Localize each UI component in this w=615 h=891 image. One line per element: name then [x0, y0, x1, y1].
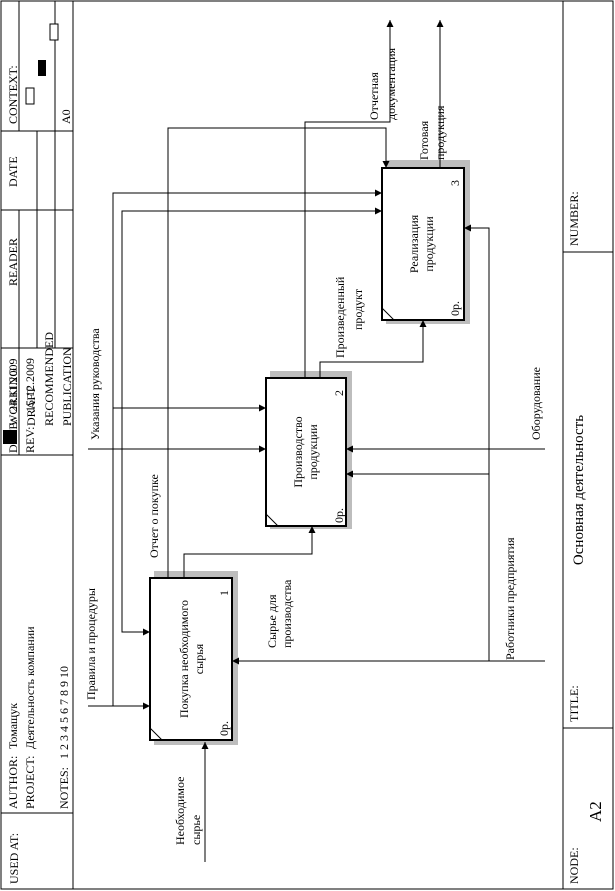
author-label: AUTHOR:	[6, 756, 20, 809]
arrow-management-to-box1[interactable]	[121, 449, 150, 636]
label-purchase-report: Отчет о покупке	[147, 474, 161, 558]
label-input-raw-2: сырье	[189, 815, 203, 845]
author-value: Томащук	[6, 703, 20, 749]
context-label: CONTEXT:	[6, 65, 20, 124]
context-box-left	[25, 87, 35, 105]
rev-value: 15.12.2009	[23, 358, 37, 412]
footer-block	[562, 1, 613, 889]
status-publication: PUBLICATION	[60, 347, 74, 426]
context-box-current	[38, 60, 46, 76]
project-value: Деятельность компании	[23, 626, 37, 749]
activity-1-name-line-2: сырья	[192, 643, 206, 674]
arrow-produced-product[interactable]	[319, 320, 427, 378]
notes-numbers: 1 2 3 4 5 6 7 8 9 10	[57, 666, 71, 759]
label-produced-product-2: продукт	[351, 288, 365, 330]
activity-3-name-line-1: Реализация	[407, 214, 421, 273]
date-value: 24.11.2009	[6, 358, 20, 412]
label-report-docs-2: документация	[384, 47, 398, 120]
reader-date-label: DATE	[6, 156, 20, 187]
label-management: Указания руководства	[88, 328, 102, 440]
status-draft: DRAFT	[24, 386, 38, 426]
label-report-docs-1: Отчетная	[367, 72, 381, 120]
activity-3-name-line-2: продукции	[422, 216, 436, 272]
used-at-label: USED AT:	[7, 833, 21, 884]
arrow-purchase-report[interactable]	[167, 127, 390, 578]
activity-2-name-line-2: продукции	[306, 424, 320, 480]
status-working: WORKING	[6, 368, 20, 426]
node-value: A2	[586, 801, 605, 822]
status-recommended: RECOMMENDED	[42, 332, 56, 426]
arrow-rules-to-box3[interactable]	[112, 189, 382, 408]
label-produced-product-1: Произведенный	[333, 276, 347, 358]
number-label: NUMBER:	[567, 191, 581, 246]
arrow-management-to-box3[interactable]	[121, 207, 382, 449]
activity-3-cost: 0р.	[448, 301, 462, 316]
activity-1-number: 1	[217, 590, 231, 596]
label-raw-for-production-2: производства	[280, 579, 294, 648]
activity-3-number: 3	[448, 180, 462, 186]
header-block	[1, 1, 74, 889]
activity-2-name-line-1: Производство	[291, 416, 305, 487]
notes-label: NOTES:	[57, 767, 71, 809]
label-finished-product-2: продукция	[433, 105, 447, 160]
label-rules: Правила и процедуры	[84, 588, 98, 700]
activity-1-cost: 0р.	[217, 721, 231, 736]
activity-box-2[interactable]: Производство продукции 2 0р.	[265, 371, 352, 529]
rev-label: REV:	[23, 427, 37, 453]
activity-1-name-line-1: Покупка необходимого	[177, 600, 191, 718]
context-box-right	[49, 23, 59, 41]
activity-box-1[interactable]: Покупка необходимого сырья 1 0р.	[149, 571, 238, 745]
project-label: PROJECT:	[23, 756, 37, 809]
reader-label: READER	[6, 238, 20, 286]
label-finished-product-1: Готовая	[417, 120, 431, 160]
node-label: NODE:	[567, 847, 581, 884]
activity-2-number: 2	[332, 390, 346, 396]
context-node: A0	[59, 109, 73, 124]
label-equipment: Оборудование	[529, 367, 543, 440]
arrow-raw-for-production[interactable]	[183, 526, 316, 578]
label-input-raw-1: Необходимое	[173, 777, 187, 845]
label-raw-for-production-1: Сырье для	[265, 594, 279, 648]
label-employees: Работники предприятия	[503, 537, 517, 660]
status-active-marker	[3, 430, 17, 444]
activity-box-3[interactable]: Реализация продукции 3 0р.	[381, 160, 470, 324]
arrow-employees-to-box2[interactable]	[346, 470, 490, 661]
activity-2-cost: 0р.	[332, 508, 346, 523]
title-label: TITLE:	[567, 685, 581, 722]
arrow-employees-to-box3[interactable]	[464, 224, 490, 474]
diagram-title: Основная деятельность	[571, 415, 587, 565]
arrow-report-docs[interactable]	[304, 20, 394, 378]
